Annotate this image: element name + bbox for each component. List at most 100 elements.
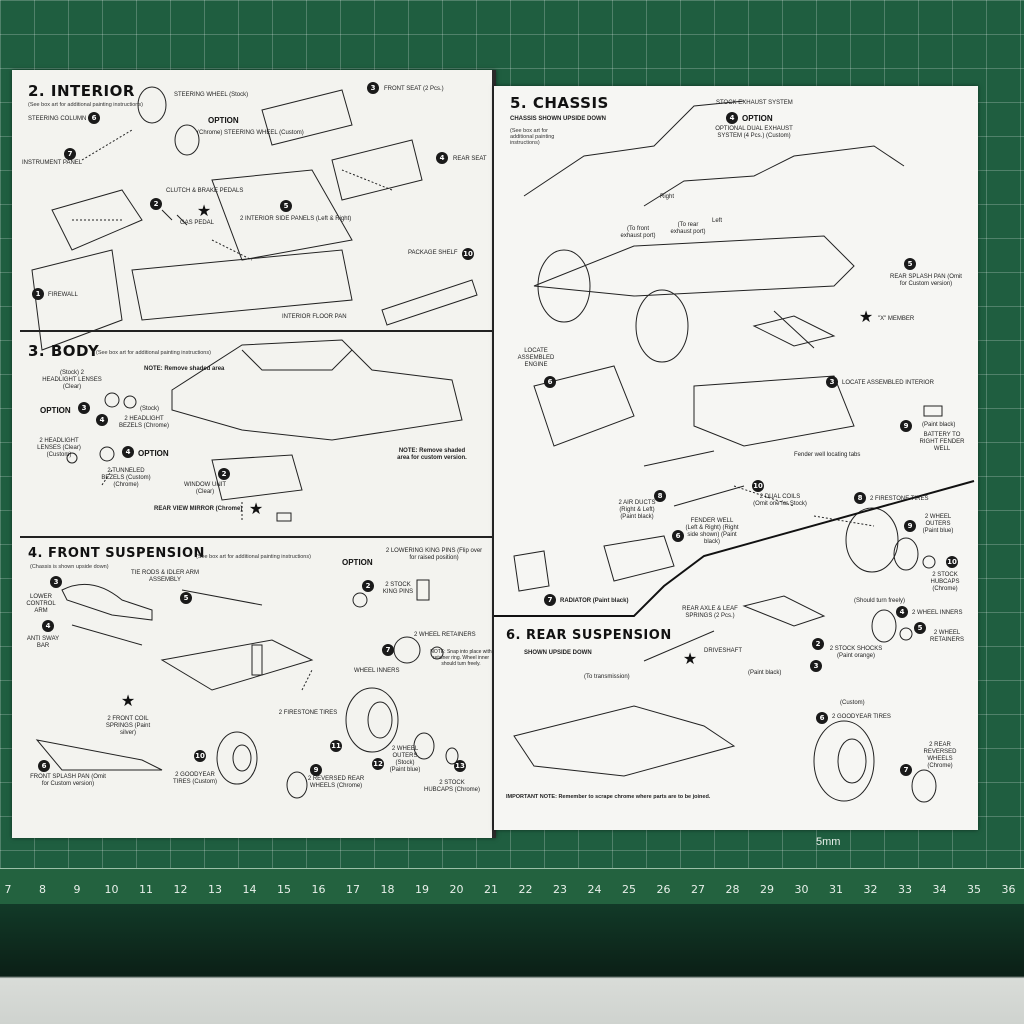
left-page-line-art	[31, 86, 478, 799]
ruler-number: 22	[518, 883, 533, 896]
label-wheel-retainers: 2 WHEEL RETAINERS	[414, 632, 476, 638]
ruler-number: 20	[449, 883, 464, 896]
ruler-number: 12	[173, 883, 188, 896]
step-marker: 13	[454, 760, 466, 772]
ruler-number: 32	[863, 883, 878, 896]
ruler-number: 13	[208, 883, 222, 896]
ruler-number: 19	[415, 883, 429, 896]
label-wheel-retainers: 2 WHEEL RETAINERS	[930, 630, 964, 643]
step-marker: 5	[914, 622, 926, 634]
label-important-note: IMPORTANT NOTE: Remember to scrape chrom…	[506, 794, 711, 800]
step-marker: 4	[726, 112, 738, 124]
section-note: (See box art for additional painting ins…	[510, 128, 555, 147]
label-window-unit: WINDOW UNIT (Clear)	[184, 482, 226, 495]
ruler-number: 24	[587, 883, 602, 896]
label-turn-freely: (Should turn freely)	[854, 598, 906, 604]
label-dual-coils: 2 DUAL COILS (Omit one for Stock)	[753, 494, 807, 507]
step-marker: 9	[310, 764, 322, 776]
step-marker: 5	[180, 592, 192, 604]
label-anti-sway-bar: ANTI SWAY BAR	[26, 636, 60, 649]
label-air-ducts: 2 AIR DUCTS (Right & Left) (Paint black)	[618, 500, 656, 520]
label-clutch-pedals: CLUTCH & BRAKE PEDALS	[166, 188, 244, 194]
label-to-front-exhaust: (To front exhaust port)	[620, 226, 656, 239]
label-front-seat: FRONT SEAT (2 Pcs.)	[384, 86, 444, 92]
ruler-number: 25	[622, 883, 636, 896]
section-title-body: 3. BODY	[28, 342, 100, 360]
table-edge	[0, 904, 1024, 1024]
label-goodyear-tires: 2 GOODYEAR TIRES (Custom)	[172, 772, 217, 785]
label-instrument-panel: INSTRUMENT PANEL	[22, 160, 83, 166]
label-gas-pedal: GAS PEDAL	[180, 220, 215, 226]
label-battery-paint: (Paint black)	[922, 422, 956, 428]
chassis-subtitle: CHASSIS SHOWN UPSIDE DOWN	[510, 116, 607, 122]
section-title-front-suspension: 4. FRONT SUSPENSION	[28, 546, 205, 561]
step-marker: 3	[810, 660, 822, 672]
ruler-number: 23	[553, 883, 567, 896]
step-marker: 10	[194, 750, 206, 762]
section-divider	[20, 330, 492, 332]
option-label: OPTION	[342, 558, 373, 567]
step-marker: 2	[150, 198, 162, 210]
label-firestone-tires: 2 FIRESTONE TIRES	[278, 710, 338, 716]
step-marker: 6	[544, 376, 556, 388]
ruler-number: 21	[484, 883, 498, 896]
step-marker: 4	[436, 152, 448, 164]
label-package-shelf: PACKAGE SHELF	[408, 250, 458, 256]
label-fender-well: FENDER WELL (Left & Right) (Right side s…	[685, 518, 739, 545]
label-locate-engine: LOCATE ASSEMBLED ENGINE	[517, 348, 555, 368]
step-marker: 8	[654, 490, 666, 502]
step-marker: 3	[826, 376, 838, 388]
right-page-line-art	[494, 100, 975, 803]
step-marker: 7	[382, 644, 394, 656]
step-marker: 4	[42, 620, 54, 632]
section-divider	[20, 536, 492, 538]
ruler-number: 26	[656, 883, 671, 896]
step-marker: 12	[372, 758, 384, 770]
label-stock-shocks: 2 STOCK SHOCKS (Paint orange)	[829, 646, 883, 659]
label-right: Right	[660, 194, 675, 200]
label-lower-control-arm: LOWER CONTROL ARM	[26, 594, 56, 614]
ruler-number: 30	[794, 883, 809, 896]
ruler-number: 31	[829, 883, 843, 896]
label-battery: BATTERY TO RIGHT FENDER WELL	[919, 432, 965, 452]
ruler-number: 35	[967, 883, 981, 896]
step-marker: 2	[218, 468, 230, 480]
step-marker: 10	[946, 556, 958, 568]
star-step-icon: ★	[120, 693, 136, 710]
label-wheel-outers: 2 WHEEL OUTERS (Paint blue)	[922, 514, 954, 534]
label-remove-custom: NOTE: Remove shaded area for custom vers…	[397, 448, 467, 461]
step-marker: 9	[900, 420, 912, 432]
label-goodyear-tires: 2 GOODYEAR TIRES	[832, 714, 891, 720]
label-headlight-lenses-stock: (Stock) 2 HEADLIGHT LENSES (Clear)	[42, 370, 102, 390]
step-marker: 10	[752, 480, 764, 492]
ruler-number: 10	[104, 883, 119, 896]
label-axle-paint: (Paint black)	[748, 670, 782, 676]
step-marker: 4	[896, 606, 908, 618]
left-page: 2. INTERIOR (See box art for additional …	[12, 70, 496, 838]
ruler-number: 36	[1001, 883, 1016, 896]
ruler-number: 8	[39, 883, 46, 896]
label-steering-wheel-custom: (Chrome) STEERING WHEEL (Custom)	[197, 130, 304, 136]
section-title-interior: 2. INTERIOR	[28, 82, 135, 100]
step-marker: 6	[672, 530, 684, 542]
label-firewall: FIREWALL	[48, 292, 78, 298]
right-page: 5. CHASSIS CHASSIS SHOWN UPSIDE DOWN (Se…	[494, 86, 978, 830]
label-floor-pan: INTERIOR FLOOR PAN	[282, 314, 347, 320]
label-stock-hubcaps: 2 STOCK HUBCAPS (Chrome)	[930, 572, 960, 592]
label-stock-exhaust: STOCK EXHAUST SYSTEM	[716, 100, 793, 106]
step-marker: 7	[900, 764, 912, 776]
label-rear-axle: REAR AXLE & LEAF SPRINGS (2 Pcs.)	[682, 606, 738, 619]
step-marker: 11	[330, 740, 342, 752]
label-note-snap: NOTE: Snap into place with retainer ring…	[430, 649, 492, 667]
step-marker: 6	[88, 112, 100, 124]
label-left: Left	[712, 218, 723, 224]
label-locate-interior: LOCATE ASSEMBLED INTERIOR	[842, 380, 934, 386]
ruler-number: 15	[277, 883, 291, 896]
section-note: (See box art for additional painting ins…	[28, 102, 143, 108]
step-marker: 5	[280, 200, 292, 212]
step-marker: 6	[38, 760, 50, 772]
label-wheel-outers: 2 WHEEL OUTERS (Stock) (Paint blue)	[389, 746, 421, 773]
label-tie-rods: TIE RODS & IDLER ARM ASSEMBLY	[130, 570, 199, 583]
ruler-number: 27	[691, 883, 705, 896]
